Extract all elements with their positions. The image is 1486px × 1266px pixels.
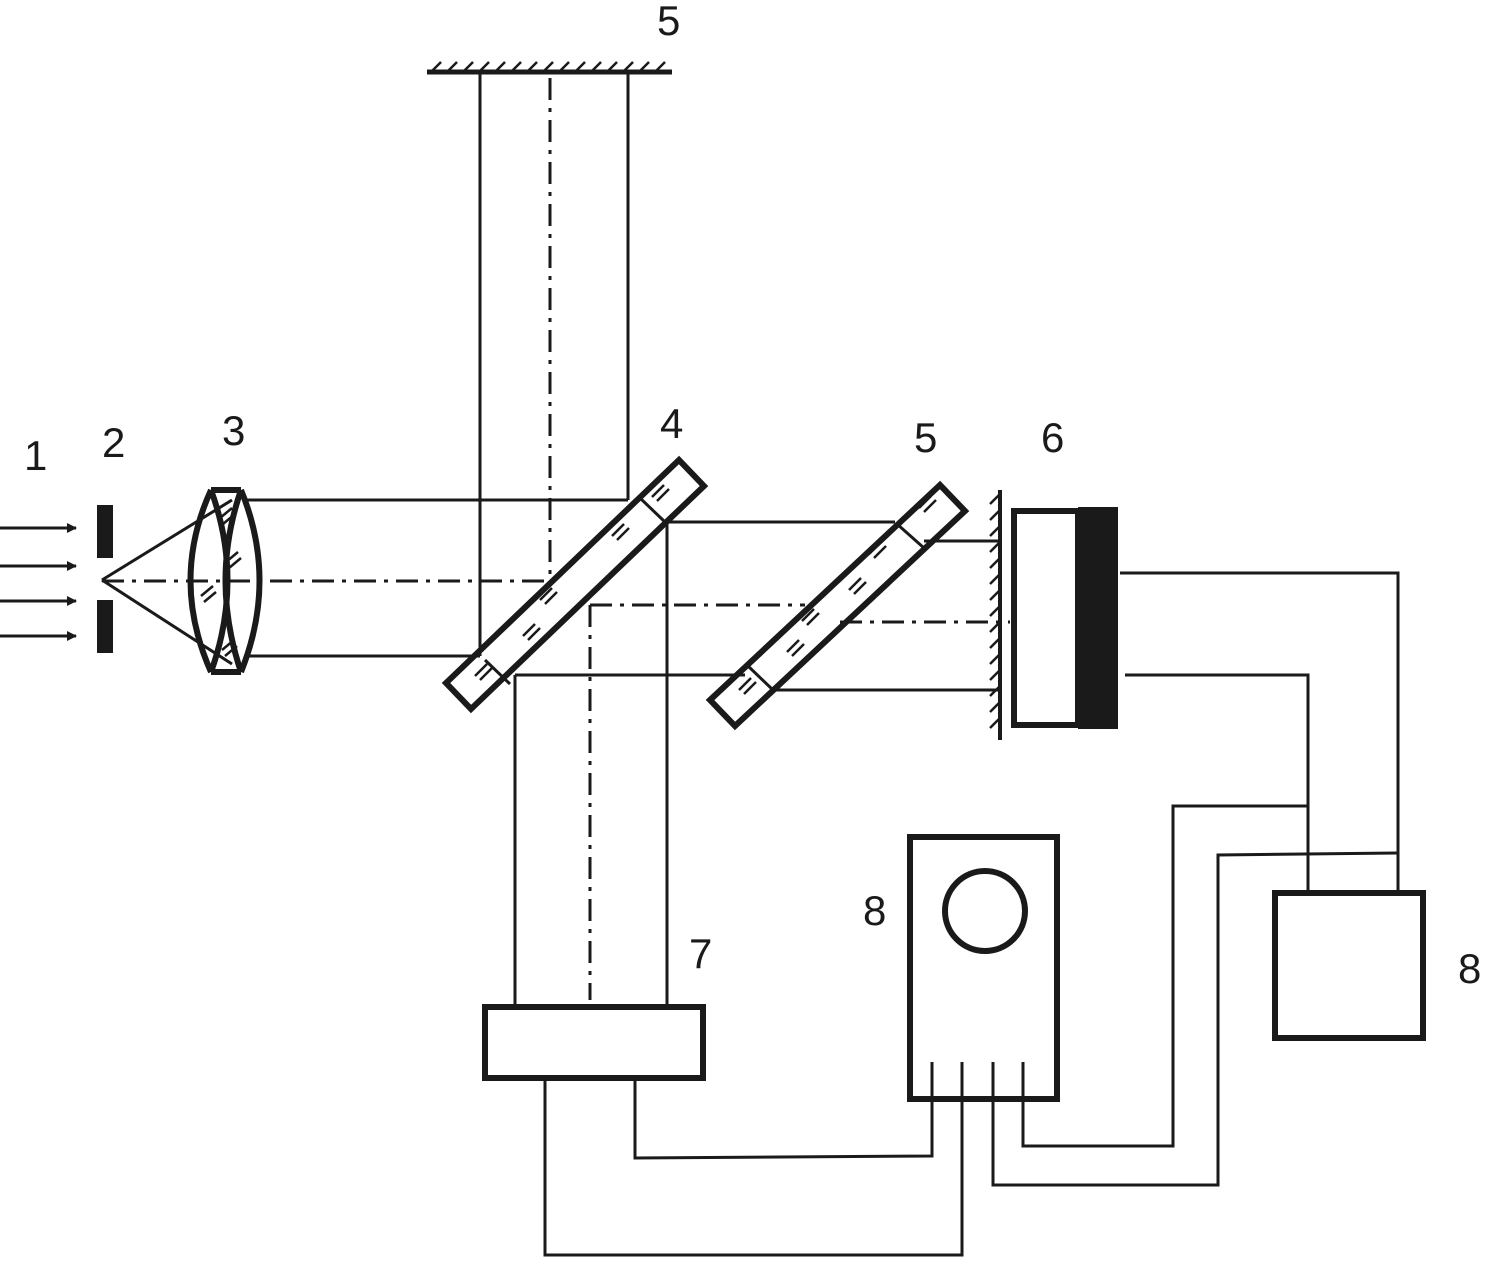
beam-splitter — [441, 455, 709, 714]
detector-beams — [771, 539, 1000, 692]
label-mirror-right: 5 — [914, 414, 937, 461]
oscilloscope-screen — [942, 868, 1028, 954]
label-detector: 6 — [1041, 414, 1064, 461]
recorder-box — [1272, 890, 1426, 1041]
plate-right — [705, 480, 970, 731]
diverging-cone — [101, 498, 233, 666]
reference-arm-beam — [478, 72, 630, 656]
optical-axis — [102, 78, 1010, 1000]
oscilloscope — [907, 834, 1060, 1102]
oscilloscope-body — [907, 834, 1060, 1102]
component-labels: 1 2 3 4 5 5 6 7 8 8 — [24, 0, 1481, 992]
camera-body — [482, 1004, 706, 1081]
label-lens: 3 — [222, 407, 245, 454]
incoming-light-arrows — [0, 523, 77, 641]
label-camera: 7 — [689, 930, 712, 977]
wiring — [543, 571, 1400, 1257]
label-aperture: 2 — [102, 419, 125, 466]
label-beam-splitter: 4 — [660, 400, 683, 447]
label-light-source: 1 — [24, 432, 47, 479]
label-recorder: 8 — [1458, 945, 1481, 992]
aperture-blade-top — [97, 505, 113, 558]
mirror-top — [427, 61, 672, 75]
aperture-blade-bottom — [97, 600, 113, 653]
collimated-beam — [245, 498, 628, 658]
label-oscilloscope: 8 — [863, 887, 886, 934]
camera — [482, 1004, 706, 1081]
detector — [989, 490, 1118, 740]
detector-body — [1011, 508, 1081, 728]
recorder-body — [1272, 890, 1426, 1041]
aperture — [97, 505, 113, 653]
object-arm-beam — [513, 520, 895, 1007]
label-mirror-top: 5 — [657, 0, 680, 44]
detector-back-plate — [1078, 507, 1118, 729]
